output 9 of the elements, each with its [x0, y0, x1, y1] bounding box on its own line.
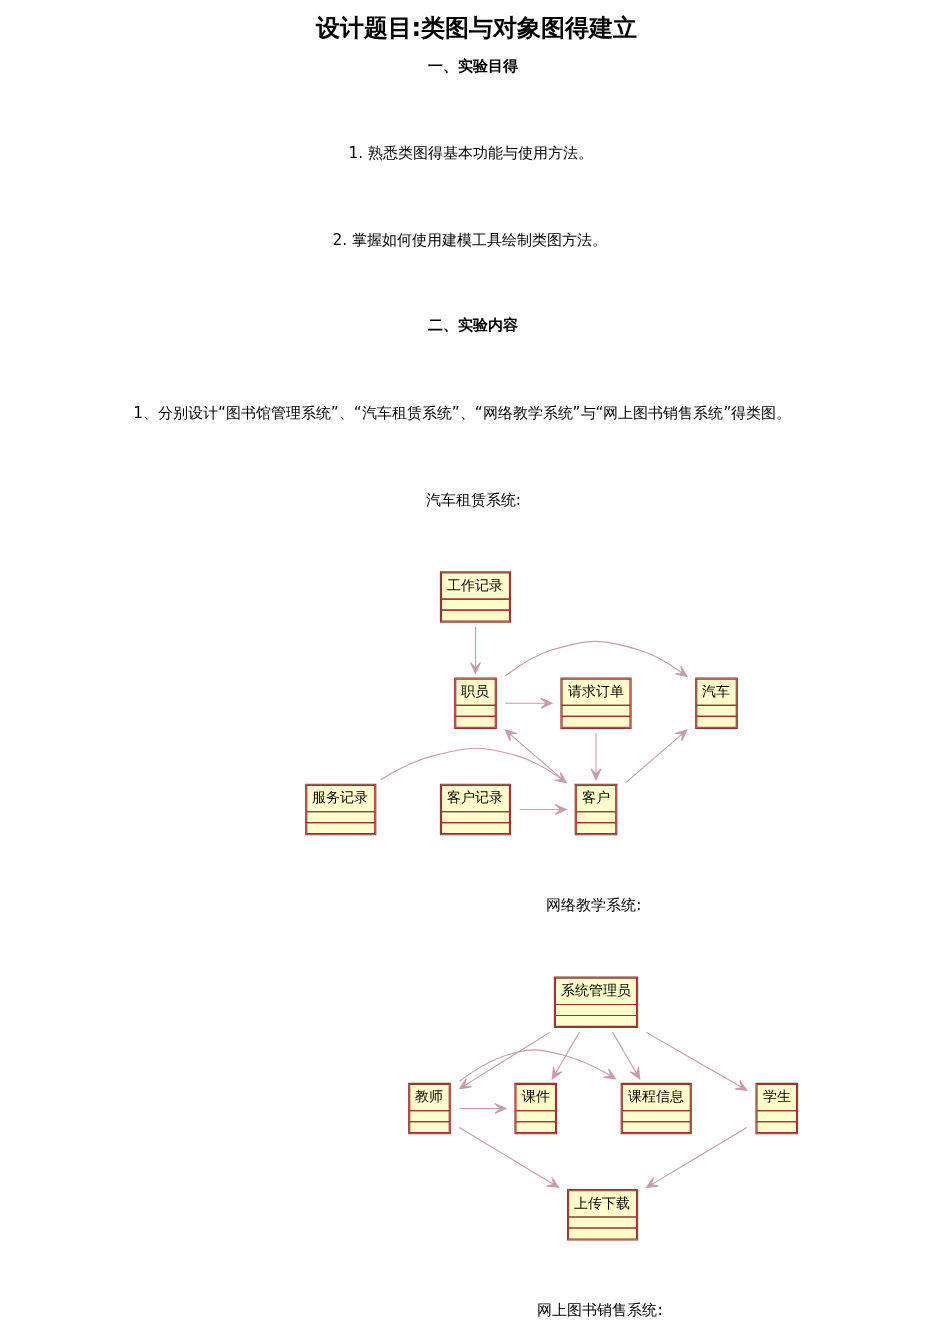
label: 1. 熟悉类图得基本功能与使用方法。 — [347, 144, 593, 163]
label: 一、实验目得 — [427, 56, 518, 75]
label: 2. 掌握如何使用建模工具绘制类图方法。 — [332, 230, 607, 249]
label: 二、实验内容 — [427, 316, 518, 335]
label: 汽车租赁系统: — [425, 490, 521, 509]
label: 网络教学系统: — [545, 895, 641, 914]
diagram-title: 设计题目:类图与对象图得建立 — [315, 13, 637, 42]
label: 网上图书销售系统: — [536, 1301, 663, 1320]
label: 1、分别设计“图书馆管理系统”、“汽车租赁系统”、“网络教学系统”与“网上图书销售系统”得类图。 — [132, 404, 791, 423]
